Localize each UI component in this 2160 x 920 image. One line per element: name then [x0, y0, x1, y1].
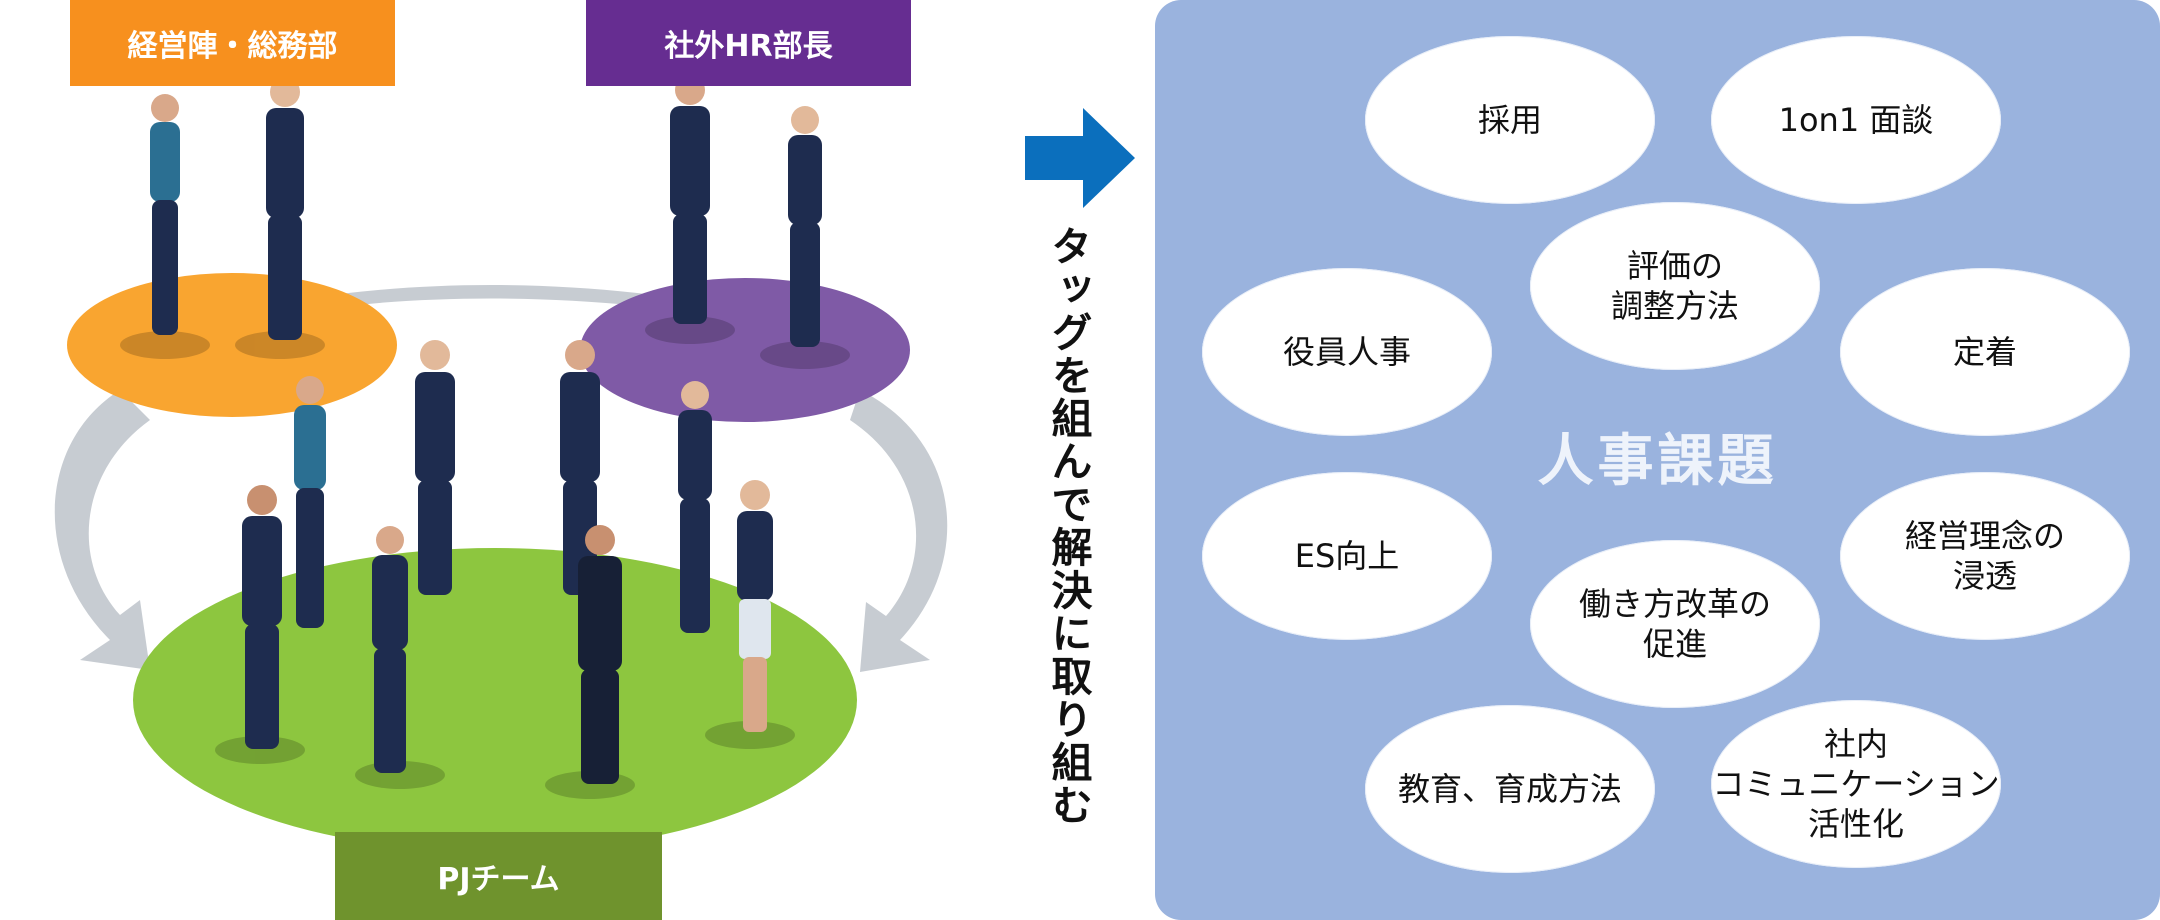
person-icon [150, 94, 180, 335]
panel-title: 人事課題 [1537, 429, 1778, 494]
person-icon [578, 525, 622, 784]
bubble-retention: 定着 [1840, 268, 2130, 436]
management-label: 経営陣・総務部 [70, 0, 395, 86]
management-ellipse [67, 273, 397, 417]
bubble-workstyle: 働き方改革の 促進 [1530, 540, 1820, 708]
person-icon [670, 75, 710, 324]
bubble-executive-hr: 役員人事 [1202, 268, 1492, 436]
right-cycle-arrow [850, 390, 948, 672]
top-cycle-arc [300, 285, 690, 312]
person-icon [415, 340, 455, 595]
person-icon [242, 485, 282, 749]
bubble-philosophy: 経営理念の 浸透 [1840, 472, 2130, 640]
pj-team-label: PJチーム [335, 832, 662, 920]
bubble-communication: 社内 コミュニケーション 活性化 [1711, 700, 2001, 868]
person-icon [372, 526, 408, 773]
left-cycle-arrow [54, 390, 150, 670]
hr-issues-panel: 人事課題 採用 1on1 面談 評価の 調整方法 役員人事 定着 ES向上 経営… [1155, 0, 2160, 920]
bubble-evaluation: 評価の 調整方法 [1530, 202, 1820, 370]
hr-ellipse [580, 278, 910, 422]
cycle-arrows [54, 285, 948, 672]
bubble-education: 教育、育成方法 [1365, 705, 1655, 873]
person-icon [266, 77, 304, 340]
right-arrow-icon [1025, 108, 1135, 208]
external-hr-label: 社外HR部長 [586, 0, 911, 86]
bubble-recruiting: 採用 [1365, 36, 1655, 204]
person-icon [294, 376, 326, 628]
bubble-es: ES向上 [1202, 472, 1492, 640]
bubble-1on1: 1on1 面談 [1711, 36, 2001, 204]
person-icon [678, 381, 712, 633]
team-diagram [54, 75, 948, 852]
person-icon [788, 106, 822, 347]
collaboration-caption: タッグを組んで解決に取り組む [1044, 225, 1092, 827]
person-icon [737, 480, 773, 732]
